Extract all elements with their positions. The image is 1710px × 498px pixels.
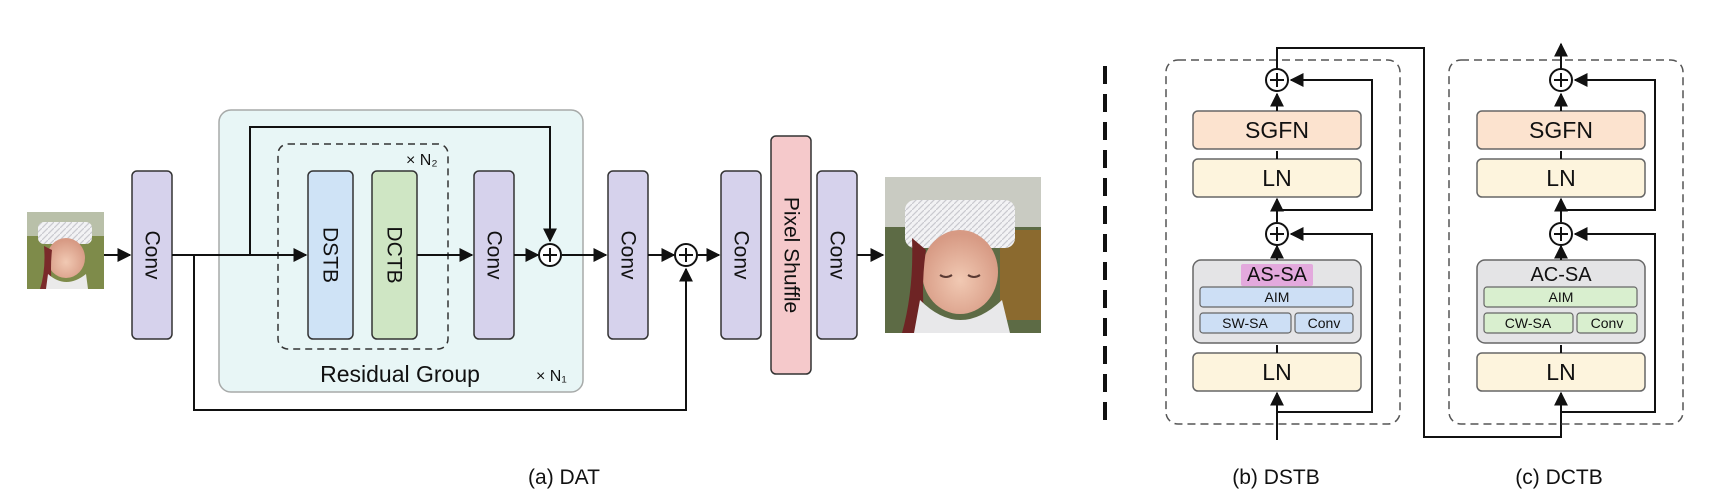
n2-label: × N₂ [406, 152, 438, 169]
dstb-swsa-label: SW-SA [1222, 315, 1268, 331]
dctb-cwsa-block [1483, 312, 1574, 334]
n2-repeat-box [277, 143, 449, 350]
dstb-ln-bottom-label: LN [1262, 359, 1291, 385]
dstb-attn-highlight [1241, 264, 1313, 286]
dstb-conv-block [1294, 312, 1354, 334]
output-image [885, 177, 1041, 333]
dctb-label: DCTB [383, 226, 406, 283]
dctb-attn-title: AC-SA [1530, 264, 1592, 286]
dstb-block [307, 170, 354, 340]
dctb-sum-node-bottom [1549, 222, 1573, 246]
dctb-conv-block [1576, 312, 1638, 334]
sum-node-2 [674, 243, 698, 267]
conv-label-1: Conv [141, 230, 164, 280]
dstb-aim-label: AIM [1265, 289, 1290, 305]
dstb-sgfn-label: SGFN [1245, 117, 1309, 143]
dctb-sgfn-label: SGFN [1529, 117, 1593, 143]
dstb-aim-block [1199, 286, 1354, 308]
dstb-sum-node-bottom [1265, 222, 1289, 246]
dstb-conv-label: Conv [1308, 315, 1341, 331]
input-image [27, 212, 104, 289]
dstb-swsa-block [1199, 312, 1292, 334]
dstb-attn-title: AS-SA [1247, 264, 1308, 286]
pixel-shuffle-block [770, 135, 812, 375]
dctb-conv-label: Conv [1591, 315, 1624, 331]
conv-label-5: Conv [826, 230, 849, 280]
conv-block-4 [720, 170, 762, 340]
dctb-ln-top-label: LN [1546, 165, 1575, 191]
dctb-ln-bottom-label: LN [1546, 359, 1575, 385]
residual-group-label: Residual Group [320, 361, 480, 387]
dctb-dashed-box [1448, 59, 1684, 425]
dat-caption: (a) DAT [528, 466, 600, 489]
dctb-cwsa-label: CW-SA [1505, 315, 1552, 331]
conv-label-3: Conv [617, 230, 640, 280]
dctb-aim-block [1483, 286, 1638, 308]
conv-label-2: Conv [483, 230, 506, 280]
dstb-sum-node-top [1265, 68, 1289, 92]
dstb-caption: (b) DSTB [1232, 466, 1320, 489]
dstb-panel: SGFN LN AS-SA AIM SW-SA Conv LN [1165, 59, 1401, 489]
dstb-ln-top-label: LN [1262, 165, 1291, 191]
dstb-to-dctb-connector [1276, 47, 1568, 438]
dstb-dashed-box [1165, 59, 1401, 425]
dctb-caption: (c) DCTB [1515, 466, 1603, 489]
n1-label: × N₁ [536, 368, 567, 385]
dctb-sum-node-top [1549, 68, 1573, 92]
dstb-label: DSTB [319, 227, 342, 283]
dat-panel: Conv DSTB DCTB Conv Conv Conv Pixel Shuf… [27, 109, 1041, 489]
conv-label-4: Conv [730, 230, 753, 280]
dctb-panel: SGFN LN AC-SA AIM CW-SA Conv LN [1448, 42, 1684, 489]
sum-node-1 [538, 243, 562, 267]
pixel-shuffle-label: Pixel Shuffle [780, 197, 803, 313]
dctb-aim-label: AIM [1549, 289, 1574, 305]
